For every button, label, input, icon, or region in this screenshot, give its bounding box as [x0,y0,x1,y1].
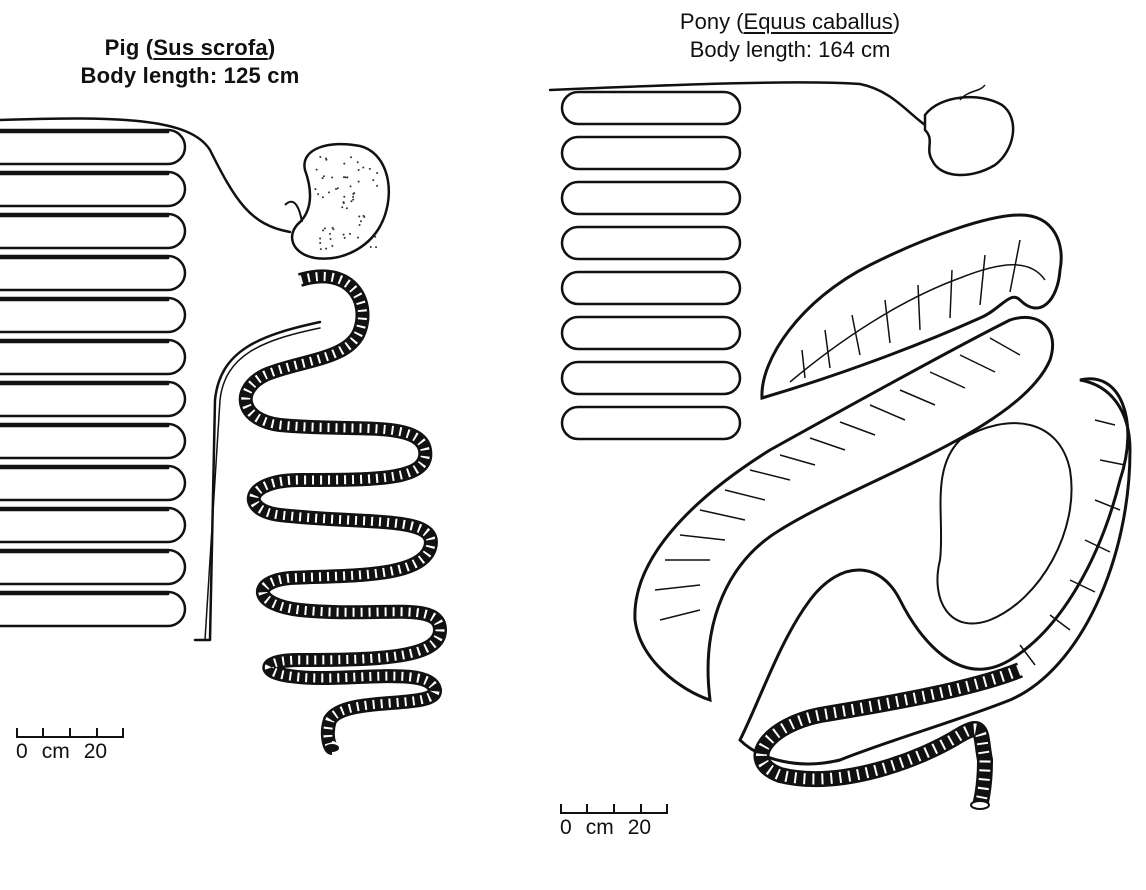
pig-stomach [284,142,390,260]
pig-panel: Pig (Sus scrofa) Body length: 125 cm [0,0,540,890]
pig-scale-end: 20 [83,740,108,763]
pig-gut-drawing [0,117,448,755]
pony-name-suffix: ) [892,9,901,34]
pony-scale-start: 0 [560,816,572,839]
pig-duodenum [0,117,292,234]
pig-name-suffix: ) [267,35,276,60]
pony-gut-drawing [548,81,1132,810]
pony-duodenum [548,81,927,127]
pig-name-line: Pig (Sus scrofa) [60,34,320,62]
pig-scale-line [16,724,124,738]
pony-stomach [923,84,1015,177]
pony-panel: Pony (Equus caballus) Body length: 164 c… [540,0,1146,890]
pony-scale-unit: cm [585,816,614,839]
pony-name-prefix: Pony ( [679,9,744,34]
pig-scale-bar: 0 cm 20 [16,724,124,764]
pig-species-name: Sus scrofa [153,35,268,60]
pony-scale-bar: 0 cm 20 [560,800,668,840]
pony-rectum-end [970,800,990,810]
pig-rectum-end [325,744,339,752]
pig-title: Pig (Sus scrofa) Body length: 125 cm [60,34,320,90]
pony-caecum [760,213,1063,400]
pig-body-length: Body length: 125 cm [80,63,300,88]
pony-species-name: Equus caballus [743,9,893,34]
pony-scale-end: 20 [627,816,652,839]
pig-colon-spiral [238,269,448,755]
pony-small-intestine-loops [560,90,742,441]
pony-scale-line [560,800,668,814]
pony-body-length: Body length: 164 cm [689,37,891,62]
pig-ileum-tube [193,320,322,642]
pig-name-prefix: Pig ( [104,35,154,60]
pony-name-line: Pony (Equus caballus) [640,8,940,36]
pony-large-colon [633,315,1132,766]
pony-small-colon [753,662,1023,808]
pig-small-intestine-loops [0,128,187,628]
pony-title: Pony (Equus caballus) Body length: 164 c… [640,8,940,64]
pig-scale-start: 0 [16,740,28,763]
pig-scale-unit: cm [41,740,70,763]
